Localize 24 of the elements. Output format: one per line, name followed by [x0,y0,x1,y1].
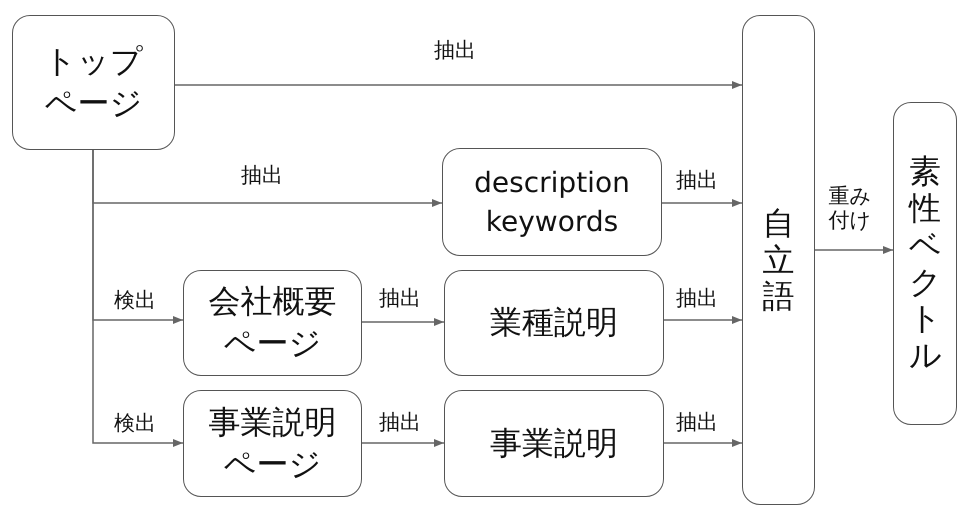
process-box [442,148,662,256]
node-text: トップページ [43,40,144,124]
node-text: 事業説明 [490,422,618,464]
process-box [183,270,362,376]
node-text: description keywords [473,164,631,240]
arrow [362,318,444,326]
arrow [175,81,742,89]
vertical-box [893,102,957,425]
node-text: 会社概要ページ [208,281,338,364]
process-box [444,390,664,497]
process-box [444,270,664,376]
process-box [12,15,175,150]
node-text: 業種説明 [490,302,618,344]
node-text: 自立語 [762,204,794,316]
arrow [362,439,444,447]
vertical-box [742,15,815,505]
node-text: 素性ベクトル [909,153,941,374]
process-box [183,390,362,497]
node-text: 事業説明ページ [208,402,338,484]
arrow [664,316,742,324]
arrow [662,199,742,207]
arrow [92,150,183,447]
arrow [664,439,742,447]
arrow [815,246,893,254]
